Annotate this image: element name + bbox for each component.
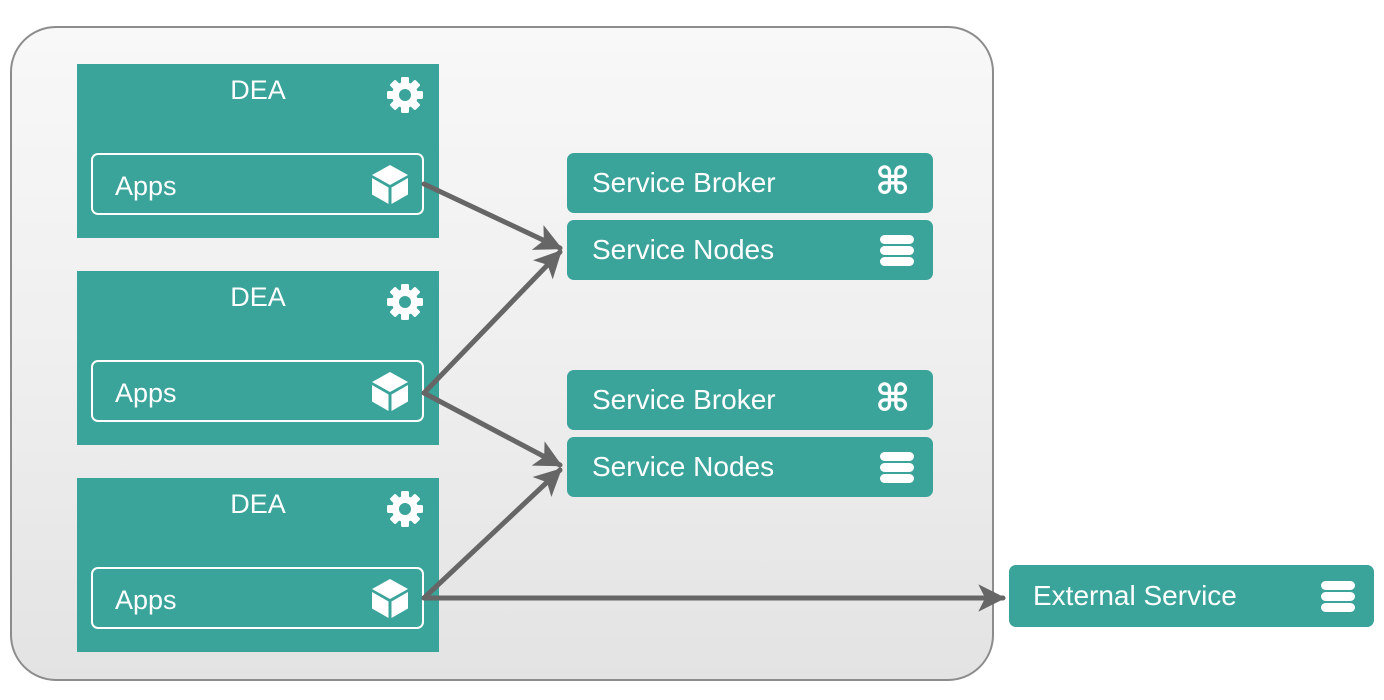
cube-icon bbox=[372, 579, 408, 618]
command-icon: ⌘ bbox=[875, 376, 911, 420]
cube-icon bbox=[372, 165, 408, 204]
dea-title: DEA bbox=[230, 282, 286, 312]
external-service: External Service bbox=[1009, 565, 1374, 627]
service-broker-label: Service Broker bbox=[592, 167, 776, 198]
dea-title: DEA bbox=[230, 489, 286, 519]
external-service-label: External Service bbox=[1033, 580, 1237, 611]
service-broker-2: Service Broker ⌘ bbox=[567, 370, 933, 430]
dea-node-1: DEA Apps bbox=[77, 64, 439, 238]
gear-icon bbox=[387, 284, 423, 320]
command-icon: ⌘ bbox=[875, 159, 911, 203]
service-broker-1: Service Broker ⌘ bbox=[567, 153, 933, 213]
database-icon bbox=[1321, 581, 1355, 612]
dea-node-2: DEA Apps bbox=[77, 271, 439, 445]
arrow-apps2-to-nodes2 bbox=[421, 390, 563, 468]
service-nodes-2: Service Nodes bbox=[567, 437, 933, 497]
arrow-apps2-to-nodes1 bbox=[421, 249, 563, 396]
database-icon bbox=[880, 452, 914, 483]
arrow-apps1-to-nodes1 bbox=[421, 181, 563, 251]
gear-icon bbox=[387, 491, 423, 527]
service-nodes-1: Service Nodes bbox=[567, 220, 933, 280]
database-icon bbox=[880, 235, 914, 266]
service-broker-label: Service Broker bbox=[592, 384, 776, 415]
apps-label: Apps bbox=[115, 585, 177, 615]
apps-label: Apps bbox=[115, 378, 177, 408]
service-nodes-label: Service Nodes bbox=[592, 451, 775, 482]
dea-title: DEA bbox=[230, 75, 286, 105]
dea-node-3: DEA Apps bbox=[77, 478, 439, 652]
arrow-apps3-to-nodes2 bbox=[421, 467, 563, 601]
apps-box: Apps bbox=[91, 153, 424, 215]
service-nodes-label: Service Nodes bbox=[592, 234, 775, 265]
apps-box: Apps bbox=[91, 360, 424, 422]
cube-icon bbox=[372, 372, 408, 411]
apps-label: Apps bbox=[115, 171, 177, 201]
gear-icon bbox=[387, 77, 423, 113]
